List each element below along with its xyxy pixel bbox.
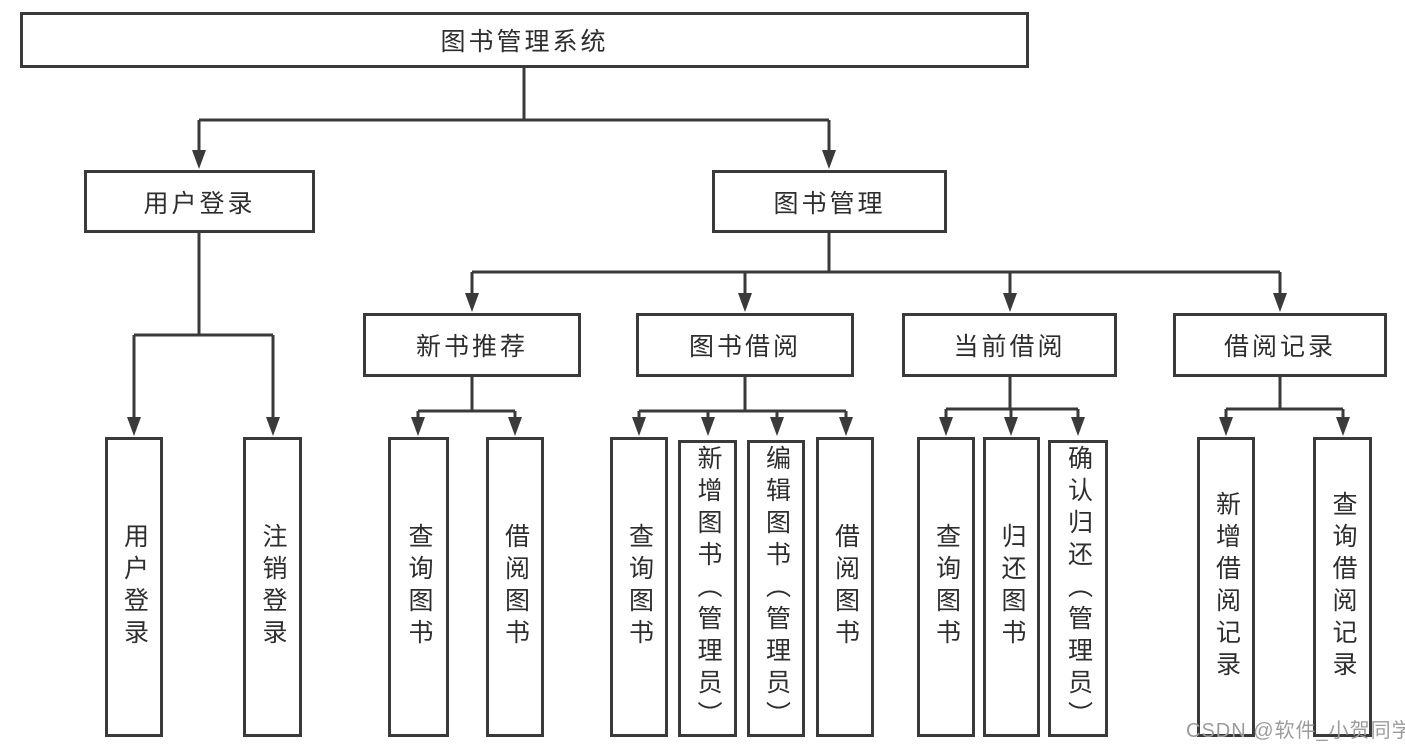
arrowhead-icon — [127, 417, 141, 436]
leaf-query-books-borrowing: 查询图书 — [610, 437, 668, 737]
node-label: 查询图书 — [932, 523, 961, 651]
node-borrowing-records: 借阅记录 — [1173, 313, 1387, 377]
leaf-borrow-books-borrowing: 借阅图书 — [816, 437, 874, 737]
node-label: 用户登录 — [120, 523, 149, 651]
arrowhead-icon — [1219, 417, 1233, 436]
node-label: 用户登录 — [143, 189, 256, 218]
edge-new-book-recommendation-children — [416, 377, 517, 420]
node-label: 借阅记录 — [1223, 333, 1336, 361]
node-label: 图书借阅 — [688, 333, 801, 361]
edge-root-to-level2 — [197, 68, 831, 154]
arrowhead-icon — [508, 417, 522, 436]
arrowhead-icon — [632, 417, 646, 436]
edge-borrowing-records-children — [1224, 377, 1345, 420]
arrowhead-icon — [192, 150, 206, 169]
node-library-management-system: 图书管理系统 — [20, 12, 1029, 68]
node-label: 新增借阅记录 — [1212, 491, 1241, 683]
node-user-login: 用户登录 — [84, 170, 315, 233]
node-label: 注销登录 — [259, 523, 287, 651]
node-label: 查询借阅记录 — [1329, 491, 1357, 683]
node-label: 当前借阅 — [953, 333, 1066, 361]
arrowhead-icon — [1071, 417, 1085, 436]
leaf-query-books-recommend: 查询图书 — [388, 437, 449, 737]
edge-book-borrowing-children — [637, 377, 848, 420]
arrowhead-icon — [266, 417, 280, 436]
csdn-watermark: CSDN @软件_小贺同学 — [1186, 720, 1405, 742]
node-book-management: 图书管理 — [712, 170, 947, 233]
arrowhead-icon — [738, 293, 752, 312]
leaf-query-borrow-record: 查询借阅记录 — [1313, 437, 1372, 737]
leaf-logout: 注销登录 — [243, 437, 302, 737]
node-label: 归还图书 — [998, 523, 1026, 651]
node-label: 新增图书（管理员） — [694, 444, 722, 733]
edge-user-login-children — [132, 233, 275, 420]
arrowhead-icon — [839, 417, 853, 436]
arrowhead-icon — [1004, 417, 1018, 436]
node-label: 查询图书 — [625, 523, 654, 651]
node-label: 确认归还（管理员） — [1064, 444, 1093, 733]
node-label: 借阅图书 — [501, 523, 530, 651]
leaf-add-books-admin: 新增图书（管理员） — [678, 440, 737, 737]
node-label: 新书推荐 — [415, 333, 528, 361]
node-label: 图书管理 — [773, 189, 886, 218]
arrowhead-icon — [1003, 293, 1017, 312]
leaf-return-books: 归还图书 — [983, 437, 1040, 737]
arrowhead-icon — [701, 417, 715, 436]
arrowhead-icon — [822, 150, 836, 169]
leaf-query-books-current: 查询图书 — [917, 437, 975, 737]
node-new-book-recommendation: 新书推荐 — [363, 313, 581, 377]
node-label: 查询图书 — [405, 523, 433, 651]
arrowhead-icon — [1336, 417, 1350, 436]
arrowheads — [127, 150, 1350, 436]
node-book-borrowing: 图书借阅 — [636, 313, 854, 377]
edge-book-management-children — [470, 233, 1282, 296]
edge-current-borrowing-children — [944, 377, 1080, 420]
leaf-user-login: 用户登录 — [105, 437, 163, 737]
node-label: 编辑图书（管理员） — [762, 444, 791, 733]
leaf-confirm-return-admin: 确认归还（管理员） — [1048, 440, 1108, 737]
leaf-add-borrow-record: 新增借阅记录 — [1197, 437, 1255, 737]
arrowhead-icon — [465, 293, 479, 312]
node-current-borrowing: 当前借阅 — [902, 313, 1117, 377]
arrowhead-icon — [1273, 293, 1287, 312]
node-label: 图书管理系统 — [440, 28, 609, 56]
arrowhead-icon — [939, 417, 953, 436]
arrowhead-icon — [411, 417, 425, 436]
leaf-borrow-books-recommend: 借阅图书 — [486, 437, 544, 737]
node-label: 借阅图书 — [831, 523, 860, 651]
tree-edges — [132, 68, 1345, 420]
arrowhead-icon — [770, 417, 784, 436]
leaf-edit-books-admin: 编辑图书（管理员） — [747, 440, 805, 737]
